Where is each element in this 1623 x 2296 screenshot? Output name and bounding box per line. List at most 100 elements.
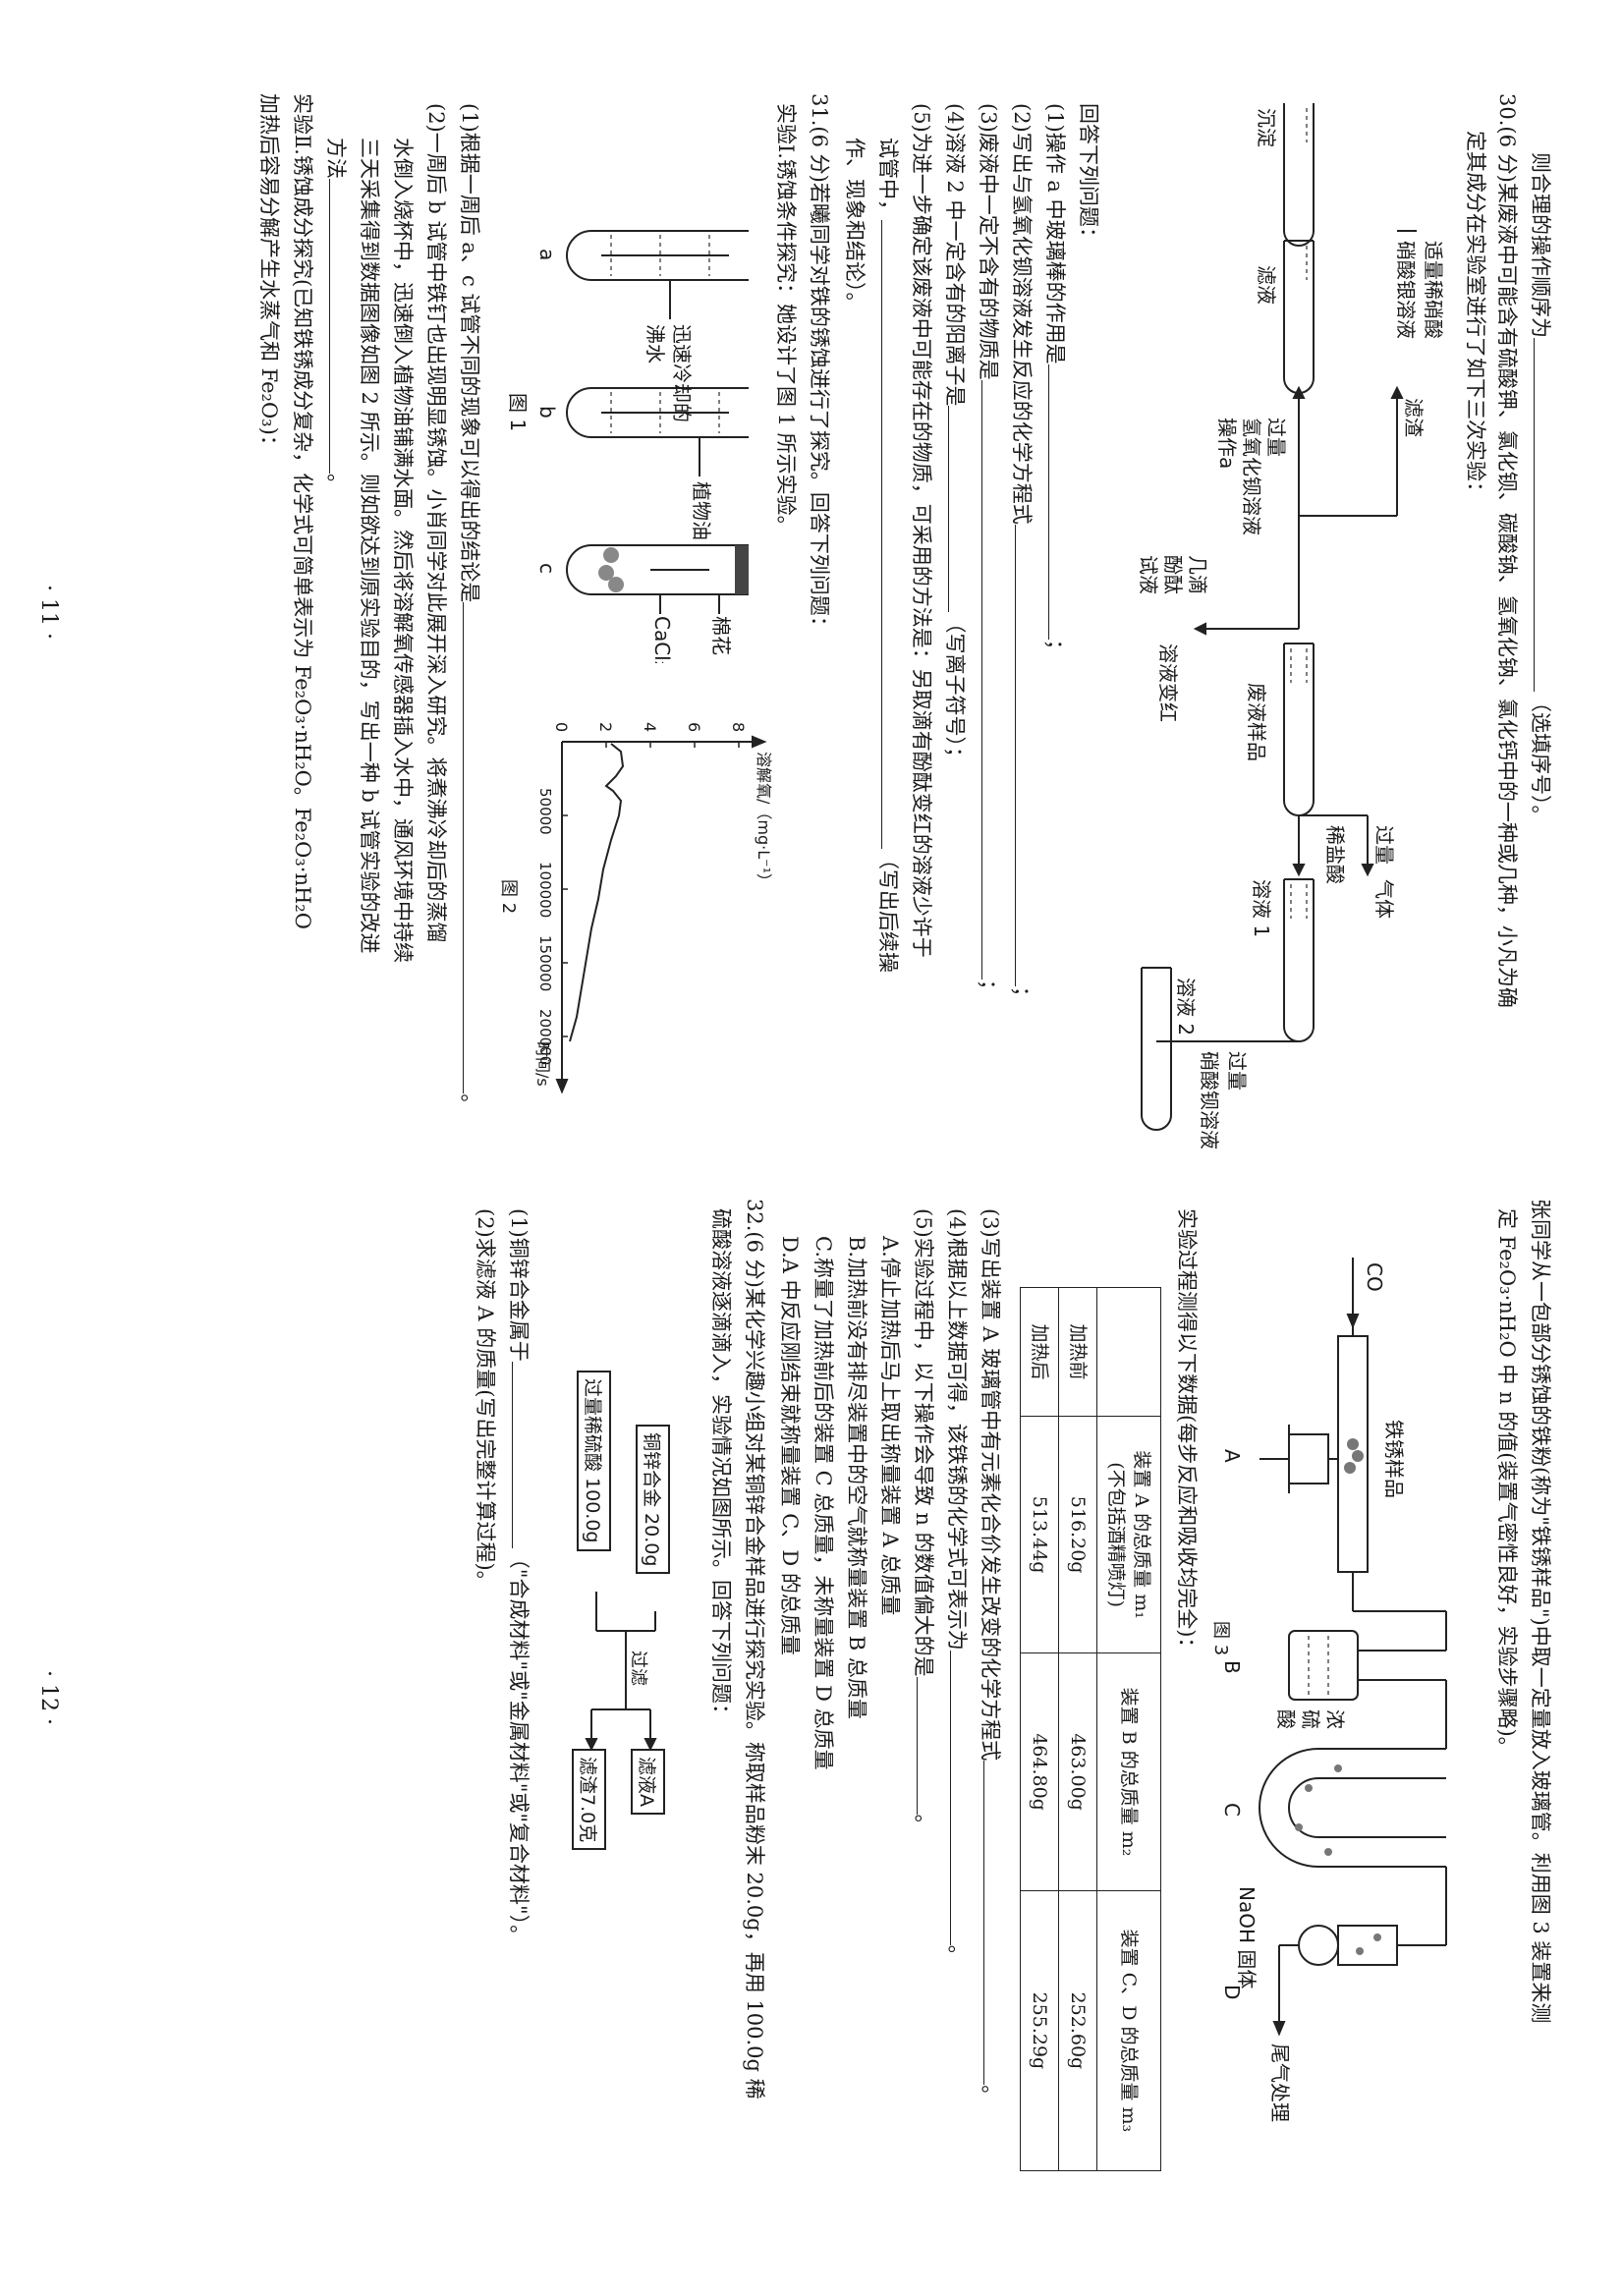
s3-text: (3)写出装置 A 玻璃管中有元素化合价发生改变的化学方程式: [979, 1208, 1002, 1762]
fig2-ytick-label: 4: [641, 722, 659, 732]
reagent2-label: 过量: [1225, 1051, 1249, 1091]
q30-sub4: (4)溶液 2 中一定含有的阳离子是（写离子符号）；: [941, 103, 969, 767]
q32-sub1-text: (1)铜锌合金属于: [507, 1208, 531, 1362]
flow-alloy-box: 铜锌合金 20.0g: [636, 1425, 670, 1575]
turns-red-label: 溶液变红: [1156, 644, 1180, 722]
fig2-xtick-label: 200000: [536, 1009, 554, 1065]
q30-sub5-hint: （写出后续操: [876, 849, 900, 973]
q31-sub2d: 方法。: [324, 138, 350, 494]
table-header-a: 装置 A 的总质量 m₁(不包括酒精喷灯): [1096, 1416, 1161, 1653]
option-d: D.A 中反应刚结束就称量装置 C、D 的总质量: [778, 1236, 802, 1655]
cell-cd: 255.29g: [1020, 1890, 1059, 2171]
cacl2-label: CaCl₂: [650, 616, 674, 663]
page-number-12: · 12 ·: [36, 1670, 61, 1725]
naoh-label: NaOH 固体: [1235, 1886, 1259, 1988]
answer-blank: [950, 1650, 971, 1945]
indicator1-label: 几滴: [1186, 555, 1209, 594]
fig2-xtick-label: 150000: [536, 935, 554, 991]
reagent4b-label: 硝酸银溶液: [1394, 241, 1418, 339]
flow-acid-box: 过量稀硫酸 100.0g: [577, 1371, 611, 1551]
q30-line1: 30.(6 分)某废液中可能含有硫酸钾、氯化钡、碳酸钠、氢氧化钠、氯化钙中的一种…: [1495, 93, 1519, 1008]
fig1-caption: 图 1: [506, 393, 530, 431]
q32-line1: 32.(6 分)某化学兴趣小组对某铜锌合金样品进行探究实验。称取样品粉末 20.…: [743, 1199, 766, 2100]
co-label: CO: [1363, 1262, 1386, 1292]
q31-sub1-text: (1)根据一周后 a、c 试管不同的现象可以得出的结论是: [458, 103, 481, 603]
fig2-xtick-label: 50000: [536, 788, 554, 835]
cell-a: 513.44g: [1020, 1416, 1059, 1653]
intro-line1: 张同学从一包部分锈蚀的铁粉(称为"铁锈样品")中取一定量放入玻璃管。利用图 3 …: [1529, 1199, 1552, 2024]
measurement-table: 装置 A 的总质量 m₁(不包括酒精喷灯) 装置 B 的总质量 m₂ 装置 C、…: [1020, 1287, 1161, 2171]
table-row: 加热后 513.44g 464.80g 255.29g: [1020, 1287, 1059, 2171]
q31-sub2d-text: 方法: [324, 138, 348, 179]
answer-blank: [881, 220, 902, 849]
cell-b: 464.80g: [1020, 1652, 1059, 1891]
device-D-label: D: [1220, 1985, 1244, 1999]
q29-tail-hint: （选填序号）。: [1529, 692, 1552, 826]
fig2-ylabel: 溶解氧/（mg·L⁻¹）: [755, 752, 773, 889]
acid-label-3: 酸: [1274, 1709, 1298, 1729]
intro-line2: 定 Fe₂O₃·nH₂O 中 n 的值(装置气密性良好，实验步骤略)。: [1495, 1208, 1519, 1758]
q31-line2: 实验Ⅰ.锈蚀条件探究：她设计了图 1 所示实验。: [774, 103, 798, 536]
table-header-row: 装置 A 的总质量 m₁(不包括酒精喷灯) 装置 B 的总质量 m₂ 装置 C、…: [1096, 1287, 1161, 2171]
fig2-ytick-label: 2: [596, 722, 615, 732]
q29-tail: 则合理的操作顺序为（选填序号）。: [1527, 152, 1554, 826]
reagent2b-label: 硝酸钡溶液: [1198, 1051, 1221, 1149]
cotton-label: 棉花: [709, 616, 733, 655]
q30-sub1-text: (1)操作 a 中玻璃棒的作用是: [1043, 103, 1067, 364]
fig2-ytick-label: 8: [729, 722, 748, 732]
stopper-c: [735, 545, 749, 594]
q30-sub3: (3)废液中一定不含有的物质是；: [977, 103, 1002, 1000]
sample-label: 废液样品: [1245, 683, 1268, 761]
page-number-11: · 11 ·: [36, 585, 61, 640]
answer-blank: [329, 179, 350, 474]
q30-answer-intro: 回答下列问题：: [1077, 103, 1100, 248]
q30-sub5a: (5)为进一步确定该废液中可能存在的物质，可采用的方法是：另取滴有酚酞变红的溶液…: [910, 103, 933, 958]
sample-label: 铁锈样品: [1382, 1420, 1406, 1498]
s4: (4)根据以上数据可得，该铁锈的化学式可表示为。: [945, 1208, 971, 1966]
fig2-caption: 图 2: [498, 879, 519, 914]
q31-exp2a: 实验Ⅱ.锈蚀成分探究(已知铁锈成分复杂，化学式可简单表示为 Fe₂O₃·nH₂O…: [291, 93, 314, 929]
cell-cd: 252.60g: [1058, 1890, 1097, 2171]
acid-label-2: 硫: [1299, 1709, 1322, 1729]
table-intro: 实验过程测得以下数据(每步反应和吸收均完全)：: [1175, 1208, 1199, 1658]
q30-sub2-text: (2)写出与氢氧化钡溶液发生反应的化学方程式: [1010, 103, 1034, 525]
answer-blank: [1048, 364, 1069, 640]
table-header-cd: 装置 C、D 的总质量 m₃: [1096, 1890, 1161, 2171]
tube-a-label: a: [535, 249, 559, 260]
operation-label: 操作a: [1215, 418, 1239, 469]
fig2-ytick-label: 6: [685, 722, 703, 732]
reagent3-label: 过量: [1264, 418, 1288, 457]
q31-exp2b: 加热后容易分解产生水蒸气和 Fe₂O₃)：: [257, 93, 281, 456]
filtrate-label: 滤液: [1255, 265, 1278, 305]
fig3-apparatus: CO 铁锈样品 浓 硫 酸 NaOH 固体 尾气处理 A B C D 图 3: [1210, 1258, 1447, 2122]
s4-text: (4)根据以上数据可得，该铁锈的化学式可表示为: [945, 1208, 969, 1651]
q30-sub2: (2)写出与氢氧化钡溶液发生反应的化学方程式；: [1010, 103, 1035, 1007]
q31-line1: 31.(6 分)若曦同学对铁的锈蚀进行了探究。回答下列问题：: [808, 93, 831, 637]
reagent1-label: 过量: [1372, 825, 1396, 865]
q31-sub2a: (2)一周后 b 试管中铁钉也出现明显锈蚀。小肖同学对此展开深入研究。将煮沸冷却…: [424, 103, 448, 943]
table-row: 加热前 516.20g 463.00g 252.60g: [1058, 1287, 1097, 2171]
answer-blank: [948, 406, 969, 613]
fig2-xlabel: 时间/s: [533, 1041, 552, 1087]
q32-sub2: (2)求滤液 A 的质量(写出完整计算过程)。: [474, 1208, 497, 1592]
exhaust-label: 尾气处理: [1268, 2044, 1292, 2122]
fig2-xtick-label: 100000: [536, 862, 554, 918]
fig2-curve: [569, 743, 625, 1042]
table-header-empty: [1096, 1287, 1161, 1417]
row-label: 加热后: [1020, 1287, 1059, 1417]
answer-blank: [981, 379, 1002, 980]
q30-sub5b: 试管中，（写出后续操: [874, 138, 902, 973]
cell-a: 516.20g: [1058, 1416, 1097, 1653]
tube-b-label: b: [535, 406, 559, 419]
answer-blank: [917, 1676, 937, 1815]
page-11: 则合理的操作顺序为（选填序号）。 30.(6 分)某废液中可能含有硫酸钾、氯化钡…: [36, 93, 1554, 1154]
option-a: A.停止加热后马上取出称量装置 A 总质量: [878, 1236, 902, 1616]
q30-sub5c: 作、现象和结论）。: [843, 138, 867, 313]
residue-label: 滤渣: [1402, 398, 1426, 437]
fig3-caption: 图 3: [1210, 1621, 1231, 1655]
q30-sub4-text: (4)溶液 2 中一定含有的阳离子是: [943, 103, 967, 407]
row-label: 加热前: [1058, 1287, 1097, 1417]
q31-sub2b: 水倒入烧杯中，迅速倒入植物油铺满水面。然后将溶解氧传感器插入水中，通风环境中持续: [391, 138, 415, 963]
q30-sub3-text: (3)废液中一定不含有的物质是: [977, 103, 1000, 380]
